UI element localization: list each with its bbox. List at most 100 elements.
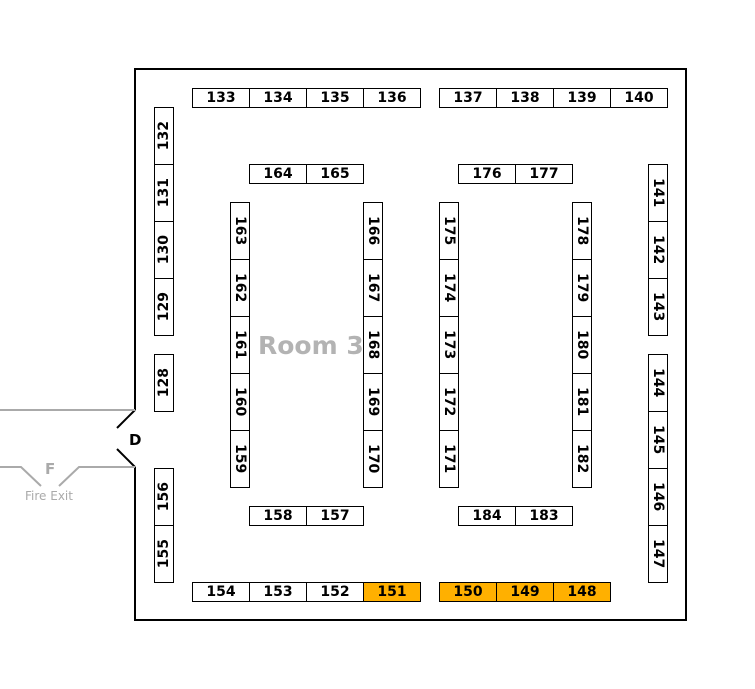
booth-label: 184 [472,508,502,524]
booth-label: 141 [650,178,666,208]
booth-166[interactable]: 166 [363,202,383,260]
booth-label: 137 [453,90,483,106]
booth-132[interactable]: 132 [154,107,174,165]
booth-169[interactable]: 169 [363,373,383,431]
booth-168[interactable]: 168 [363,316,383,374]
booth-label: 181 [574,387,590,417]
booth-label: 172 [441,387,457,417]
booth-183[interactable]: 183 [515,506,573,526]
booth-145[interactable]: 145 [648,411,668,469]
booth-174[interactable]: 174 [439,259,459,317]
booth-139[interactable]: 139 [553,88,611,108]
booth-label: 139 [567,90,597,106]
booth-label: 146 [650,482,666,512]
booth-128[interactable]: 128 [154,354,174,412]
booth-147[interactable]: 147 [648,525,668,583]
booth-134[interactable]: 134 [249,88,307,108]
booth-182[interactable]: 182 [572,430,592,488]
booth-140[interactable]: 140 [610,88,668,108]
booth-165[interactable]: 165 [306,164,364,184]
booth-label: 153 [263,584,293,600]
booth-label: 177 [529,166,559,182]
booth-152[interactable]: 152 [306,582,364,602]
booth-135[interactable]: 135 [306,88,364,108]
room-label: Room 3 [258,331,364,360]
booth-label: 168 [365,330,381,360]
booth-label: 164 [263,166,293,182]
booth-158[interactable]: 158 [249,506,307,526]
booth-150[interactable]: 150 [439,582,497,602]
fire-exit-line-right [58,466,135,487]
booth-label: 171 [441,444,457,474]
booth-170[interactable]: 170 [363,430,383,488]
booth-181[interactable]: 181 [572,373,592,431]
booth-138[interactable]: 138 [496,88,554,108]
booth-162[interactable]: 162 [230,259,250,317]
booth-label: 176 [472,166,502,182]
booth-131[interactable]: 131 [154,164,174,222]
booth-label: 149 [510,584,540,600]
booth-172[interactable]: 172 [439,373,459,431]
booth-label: 138 [510,90,540,106]
booth-148[interactable]: 148 [553,582,611,602]
booth-153[interactable]: 153 [249,582,307,602]
booth-133[interactable]: 133 [192,88,250,108]
booth-164[interactable]: 164 [249,164,307,184]
booth-176[interactable]: 176 [458,164,516,184]
booth-label: 178 [574,216,590,246]
booth-label: 165 [320,166,350,182]
booth-label: 182 [574,444,590,474]
booth-label: 161 [232,330,248,360]
booth-143[interactable]: 143 [648,278,668,336]
booth-163[interactable]: 163 [230,202,250,260]
booth-154[interactable]: 154 [192,582,250,602]
booth-159[interactable]: 159 [230,430,250,488]
fire-exit-line-left [0,466,42,487]
booth-151[interactable]: 151 [363,582,421,602]
booth-label: 154 [206,584,236,600]
booth-178[interactable]: 178 [572,202,592,260]
booth-label: 158 [263,508,293,524]
booth-label: 150 [453,584,483,600]
booth-167[interactable]: 167 [363,259,383,317]
fire-exit-label: Fire Exit [25,489,73,503]
booth-144[interactable]: 144 [648,354,668,412]
booth-171[interactable]: 171 [439,430,459,488]
booth-label: 142 [650,235,666,265]
booth-129[interactable]: 129 [154,278,174,336]
booth-label: 170 [365,444,381,474]
booth-155[interactable]: 155 [154,525,174,583]
booth-157[interactable]: 157 [306,506,364,526]
fire-exit-letter: F [45,460,56,478]
booth-141[interactable]: 141 [648,164,668,222]
booth-label: 179 [574,273,590,303]
booth-177[interactable]: 177 [515,164,573,184]
booth-label: 180 [574,330,590,360]
booth-130[interactable]: 130 [154,221,174,279]
booth-179[interactable]: 179 [572,259,592,317]
booth-label: 160 [232,387,248,417]
booth-180[interactable]: 180 [572,316,592,374]
booth-161[interactable]: 161 [230,316,250,374]
booth-175[interactable]: 175 [439,202,459,260]
door-label: D [129,431,142,449]
booth-label: 134 [263,90,293,106]
booth-149[interactable]: 149 [496,582,554,602]
booth-label: 183 [529,508,559,524]
booth-136[interactable]: 136 [363,88,421,108]
booth-146[interactable]: 146 [648,468,668,526]
room-wall [134,68,687,621]
booth-173[interactable]: 173 [439,316,459,374]
booth-137[interactable]: 137 [439,88,497,108]
booth-156[interactable]: 156 [154,468,174,526]
booth-label: 173 [441,330,457,360]
booth-160[interactable]: 160 [230,373,250,431]
door-frame-bottom [116,448,136,468]
booth-label: 155 [156,539,172,569]
booth-184[interactable]: 184 [458,506,516,526]
booth-label: 145 [650,425,666,455]
booth-label: 133 [206,90,236,106]
booth-142[interactable]: 142 [648,221,668,279]
